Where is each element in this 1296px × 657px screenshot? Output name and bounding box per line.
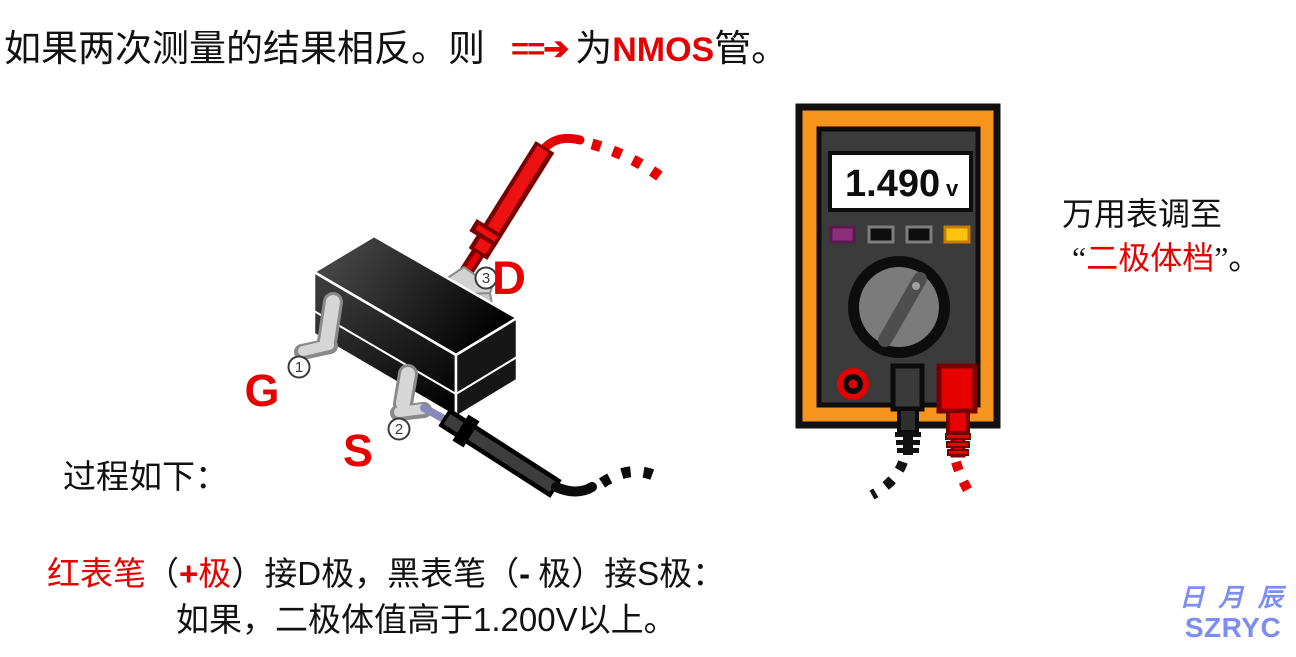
paren-close-2: ） — [571, 557, 605, 593]
black-plug-rib-3 — [897, 448, 919, 453]
connect-2: 接 — [604, 557, 638, 593]
black-plug-wire-dashed — [869, 460, 908, 500]
plus-pole: 极 — [198, 557, 232, 593]
black-probe-wire — [551, 482, 597, 497]
red-plug-neck — [946, 409, 970, 435]
button-black-1[interactable] — [867, 225, 895, 244]
black-probe-collar — [452, 414, 480, 448]
transistor-body — [312, 234, 519, 419]
red-probe — [447, 141, 555, 294]
pin-number-1-text: 1 — [295, 359, 303, 376]
process-label: 过程如下： — [63, 460, 228, 496]
jack-red — [837, 368, 869, 400]
dial-pointer-dot — [912, 282, 920, 290]
lcd-value: 1.490 — [845, 163, 940, 205]
body-right-face — [454, 316, 519, 419]
double-arrow-icon: ==➔ — [511, 31, 569, 66]
d-pin-text: D — [297, 555, 322, 592]
black-probe — [420, 404, 663, 498]
lcd-unit: v — [946, 176, 959, 201]
label-g: G — [244, 365, 279, 416]
paren-open-1: （ — [146, 557, 179, 593]
logo-chinese: 日 月 辰 — [1179, 585, 1287, 612]
connect-1: 接 — [264, 557, 298, 593]
paren-close-1: ） — [231, 557, 265, 593]
header-wei: 为 — [575, 29, 613, 70]
mid-1: 极， — [321, 557, 388, 593]
pin-number-2-circle — [387, 417, 411, 441]
close-quote: ” — [1214, 240, 1229, 276]
black-plug — [869, 363, 925, 500]
lcd-display — [828, 151, 973, 212]
black-pen-text: 黑表笔 — [387, 557, 487, 593]
meter-note-period: 。 — [1228, 240, 1261, 276]
line2-suffix: 以上。 — [577, 603, 677, 639]
pin-number-1-circle — [287, 355, 311, 379]
black-plug-body — [890, 363, 925, 412]
black-probe-tip — [420, 404, 450, 424]
pin-number-3-circle — [474, 266, 498, 290]
pin-g-foot — [298, 340, 334, 356]
button-black-2[interactable] — [905, 225, 933, 244]
button-purple[interactable] — [829, 225, 856, 244]
black-probe-wire-dashed — [598, 466, 663, 488]
black-plug-rib-2 — [896, 440, 920, 445]
meter-note-highlight: 二极体档 — [1086, 240, 1215, 276]
pin-number-2-text: 2 — [395, 421, 403, 438]
meter-note-line1: 万用表调至 — [1062, 196, 1223, 232]
red-probe-wire — [538, 133, 585, 155]
pin-number-1: 1 — [287, 355, 311, 379]
pin-number-2: 2 — [387, 417, 411, 441]
pin-s-foot — [394, 404, 428, 417]
red-plug-rib-3 — [947, 449, 969, 456]
label-s: S — [343, 425, 373, 476]
minus-pole: 极 — [538, 557, 572, 593]
red-plug — [936, 363, 978, 500]
rotary-dial[interactable] — [848, 256, 950, 358]
instruction-line2: 如果，二极体值高于1.200V以上。 — [176, 593, 677, 641]
red-pen-text: 红表笔 — [47, 557, 146, 593]
line2-prefix: 如果，二极体值高于 — [176, 603, 473, 639]
pin-g — [294, 292, 343, 360]
multimeter: 1.490 v — [795, 103, 1001, 500]
pin-s-lead — [396, 367, 415, 410]
paren-open-2: （ — [486, 557, 520, 593]
instruction-line1: 红表笔（+极）接D极，黑表笔（-极）接S极： — [47, 547, 725, 595]
pin-number-3: 3 — [474, 266, 498, 290]
red-plug-body — [936, 363, 978, 414]
black-plug-neck — [897, 407, 919, 434]
pin-number-3-text: 3 — [482, 270, 490, 287]
logo-latin: SZRYC — [1184, 612, 1282, 643]
brand-logo: 日 月 辰 SZRYC — [1174, 584, 1292, 642]
red-plug-wire-dashed — [951, 460, 977, 500]
open-quote: “ — [1072, 240, 1087, 276]
red-plug-rib-1 — [945, 433, 971, 440]
header-nmos: NMOS — [612, 31, 715, 69]
minus-sign: - — [519, 555, 531, 592]
red-plug-rib-2 — [946, 441, 970, 448]
red-probe-collar — [475, 224, 498, 242]
s-pin-text: S — [637, 555, 660, 592]
jack-center — [848, 379, 858, 389]
pin-g-lead — [320, 295, 340, 348]
header-line: 如果两次测量的结果相反。则 ==➔为NMOS管。 — [4, 26, 788, 73]
transistor-diagram: 1 2 3 G S D — [244, 133, 670, 498]
mid-2: 极： — [659, 557, 726, 593]
button-yellow[interactable] — [943, 225, 971, 244]
threshold-value: 1.200V — [473, 601, 578, 638]
header-prefix: 如果两次测量的结果相反。则 — [4, 29, 485, 70]
red-probe-wire-dashed — [590, 138, 670, 186]
label-d: D — [492, 251, 526, 304]
meter-note-line2: “二极体档”。 — [1062, 236, 1260, 280]
plus-sign: + — [179, 555, 199, 592]
body-seam-right — [455, 356, 518, 395]
meter-note: 万用表调至 “二极体档”。 — [1062, 192, 1260, 280]
black-plug-rib-1 — [895, 432, 921, 437]
pin-s — [390, 364, 432, 421]
header-suffix: 管。 — [714, 29, 789, 70]
